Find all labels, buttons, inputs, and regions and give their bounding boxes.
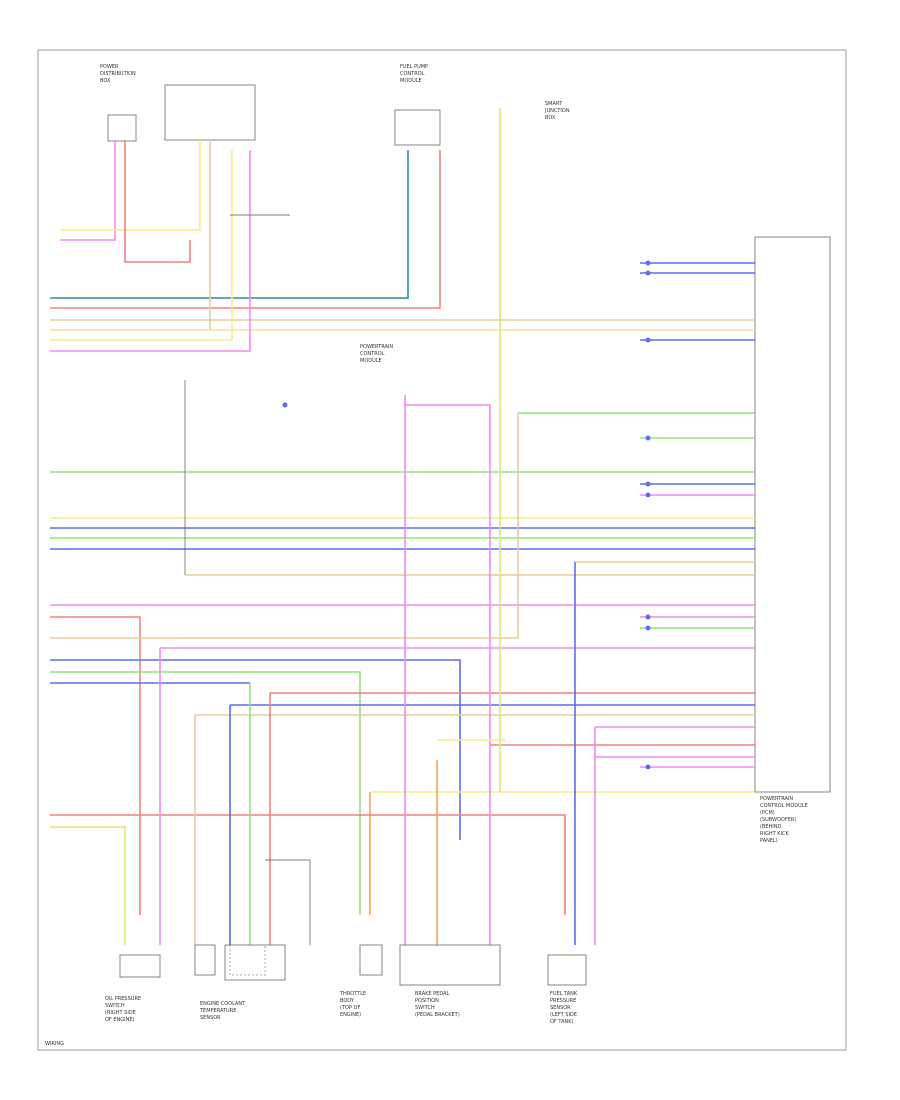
label-top-left: POWER DISTRIBUTION BOX: [100, 64, 136, 84]
wire-yellow-d: [50, 826, 126, 945]
svg-text:POWERTRAIN: POWERTRAIN: [360, 344, 393, 350]
svg-text:FUEL TANK: FUEL TANK: [550, 991, 578, 997]
label-fuel-sensor: FUEL TANK PRESSURE SENSOR (LEFT SIDE OF …: [550, 991, 578, 1025]
wire-magenta-top: [50, 150, 251, 352]
svg-text:MODULE: MODULE: [400, 78, 422, 84]
svg-text:BOX: BOX: [100, 78, 111, 84]
svg-text:TEMPERATURE: TEMPERATURE: [199, 1008, 236, 1014]
connector-box-top: [164, 84, 256, 141]
svg-text:ENGINE COOLANT: ENGINE COOLANT: [200, 1001, 246, 1007]
svg-text:(RIGHT SIDE: (RIGHT SIDE: [105, 1010, 136, 1016]
label-coolant: ENGINE COOLANT TEMPERATURE SENSOR: [199, 1001, 246, 1021]
svg-text:THROTTLE: THROTTLE: [339, 991, 366, 997]
svg-text:FUEL PUMP: FUEL PUMP: [400, 64, 428, 70]
label-oil-pressure: OIL PRESSURE SWITCH (RIGHT SIDE OF ENGIN…: [105, 996, 141, 1023]
vwire-red-top-left: [124, 140, 191, 263]
svg-text:(PEDAL BRACKET): (PEDAL BRACKET): [415, 1012, 460, 1018]
svg-text:(PCM): (PCM): [760, 810, 775, 816]
wire-red-e: [50, 814, 566, 915]
svg-text:RIGHT KICK: RIGHT KICK: [760, 831, 789, 837]
svg-text:JUNCTION: JUNCTION: [544, 108, 570, 114]
wire-red-b: [50, 616, 141, 915]
vertical-wires: [60, 108, 596, 945]
svg-text:(TOP OF: (TOP OF: [340, 1005, 360, 1011]
svg-text:CONTROL MODULE: CONTROL MODULE: [760, 803, 808, 809]
svg-text:CONTROL: CONTROL: [360, 351, 385, 357]
wire-yellow-top: [50, 150, 233, 341]
svg-text:SENSOR: SENSOR: [550, 1005, 571, 1011]
svg-text:(BEHIND: (BEHIND: [760, 824, 782, 830]
ecm-pins: [282, 260, 651, 770]
component-sensor-mid: [359, 944, 383, 976]
svg-text:OIL PRESSURE: OIL PRESSURE: [105, 996, 141, 1002]
svg-text:POWER: POWER: [100, 64, 119, 70]
switch-box-top-left: [107, 114, 137, 142]
component-coolant: [194, 944, 216, 976]
component-fuel-sensor: [547, 954, 587, 986]
ref-dashed: [229, 945, 266, 976]
wire-teal: [50, 150, 409, 299]
svg-text:BODY: BODY: [340, 998, 355, 1004]
svg-text:OF ENGINE): OF ENGINE): [105, 1017, 135, 1023]
svg-text:SMART: SMART: [545, 101, 563, 107]
vwire-magenta-center-2: [405, 404, 491, 945]
diagram-frame: [37, 49, 847, 1051]
label-brake-switch: BRAKE PEDAL POSITION SWITCH (PEDAL BRACK…: [415, 991, 460, 1018]
wire-red-top: [50, 150, 441, 309]
harness-wires: [50, 150, 755, 945]
svg-text:PANEL): PANEL): [760, 838, 778, 844]
wire-green-d: [50, 671, 361, 915]
svg-text:PRESSURE: PRESSURE: [550, 998, 576, 1004]
svg-text:BOX: BOX: [545, 115, 556, 121]
wire-tan-c: [50, 413, 519, 639]
label-throttle: THROTTLE BODY (TOP OF ENGINE): [339, 991, 366, 1018]
label-top-mid: FUEL PUMP CONTROL MODULE: [400, 64, 428, 84]
svg-text:CONTROL: CONTROL: [400, 71, 425, 77]
label-top-right: SMART JUNCTION BOX: [544, 101, 570, 121]
ref-line-3: [265, 859, 311, 945]
svg-text:MODULE: MODULE: [360, 358, 382, 364]
svg-text:SENSOR: SENSOR: [200, 1015, 221, 1021]
label-center-note: POWERTRAIN CONTROL MODULE: [360, 344, 393, 364]
svg-text:POWERTRAIN: POWERTRAIN: [760, 796, 793, 802]
svg-text:SWITCH: SWITCH: [105, 1003, 125, 1009]
svg-text:(LEFT SIDE: (LEFT SIDE: [550, 1012, 577, 1018]
svg-text:SWITCH: SWITCH: [415, 1005, 435, 1011]
component-brake-switch: [399, 944, 501, 986]
svg-text:BRAKE PEDAL: BRAKE PEDAL: [415, 991, 450, 997]
svg-text:DISTRIBUTION: DISTRIBUTION: [100, 71, 136, 77]
wire-blue-c: [50, 659, 461, 840]
svg-text:OF TANK): OF TANK): [550, 1019, 574, 1025]
ecm-module-box: [754, 236, 831, 793]
label-ecm: POWERTRAIN CONTROL MODULE (PCM) (SUBWOOF…: [760, 796, 808, 844]
vwire-magenta-top-left: [60, 140, 116, 241]
vwire-yellow-top-left: [60, 140, 201, 231]
svg-text:POSITION: POSITION: [415, 998, 439, 1004]
svg-text:ENGINE): ENGINE): [340, 1012, 361, 1018]
component-oil-pressure: [119, 954, 161, 978]
relay-box-top: [394, 109, 441, 146]
svg-text:(SUBWOOFER): (SUBWOOFER): [760, 817, 796, 823]
page-ref: WIRING: [45, 1041, 64, 1047]
component-throttle: [224, 944, 286, 981]
